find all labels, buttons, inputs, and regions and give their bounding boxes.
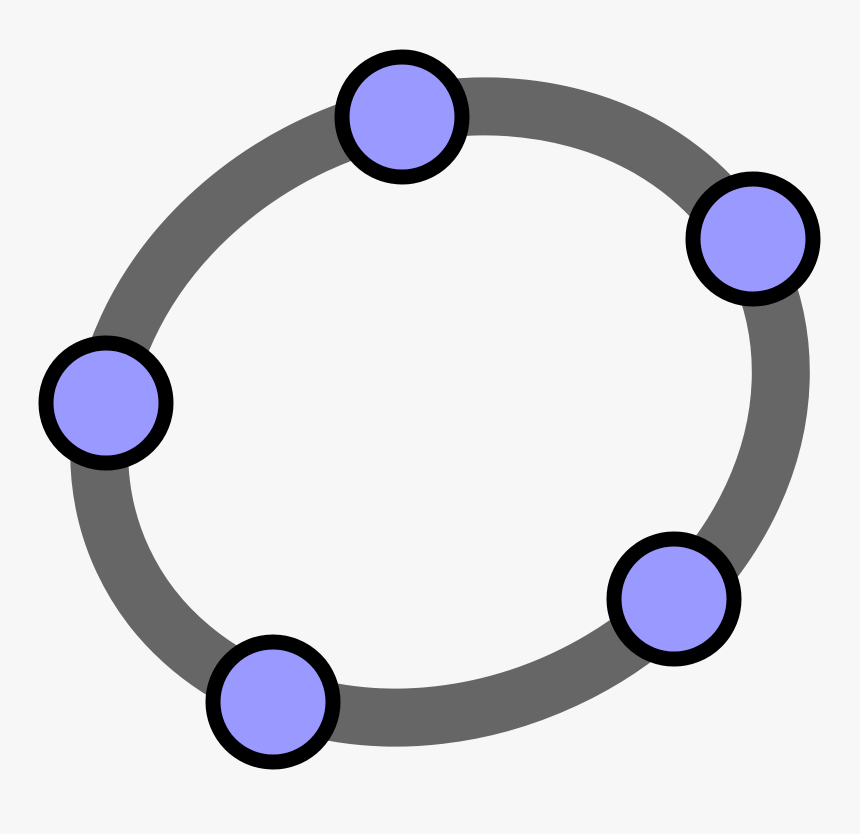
point-4 [205,634,341,770]
point-3 [38,335,174,471]
point-1 [334,49,470,185]
point-5 [606,531,742,667]
point-2 [685,171,821,307]
